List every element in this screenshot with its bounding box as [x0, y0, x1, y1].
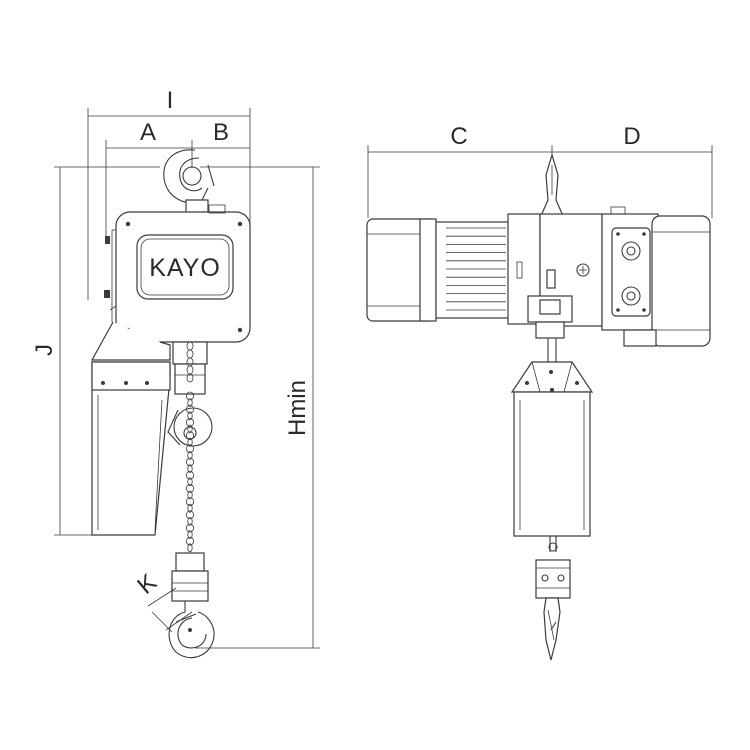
chain-bag	[90, 321, 171, 536]
chain-link	[185, 444, 194, 454]
chain-link	[187, 424, 193, 434]
bottom-block-end	[535, 536, 571, 599]
side-view: I A B J Hmin	[31, 87, 320, 659]
control-box	[601, 206, 711, 347]
chain-guide	[172, 341, 208, 395]
dimension-label-hmin: Hmin	[284, 380, 311, 436]
dimension-c-d: C D	[367, 123, 713, 218]
chain-link	[185, 497, 194, 507]
kayo-logo-badge: KAYO	[136, 234, 234, 300]
chain-link	[185, 483, 194, 493]
chain-link	[187, 503, 193, 513]
chain-link	[187, 450, 193, 460]
chain-link	[187, 437, 193, 447]
chain-link	[185, 417, 194, 427]
chain-link	[187, 464, 193, 474]
chain-link	[187, 490, 193, 500]
chain-link	[186, 373, 194, 383]
dimension-a-b: A B	[105, 119, 250, 240]
end-view: C D	[366, 123, 713, 661]
chain-link	[185, 404, 194, 414]
bottom-hook-end	[543, 597, 561, 661]
dimension-hmin: Hmin	[195, 166, 320, 649]
dimension-label-b: B	[213, 119, 229, 146]
chain-link	[187, 530, 193, 539]
bottom-block	[171, 552, 209, 602]
chain-guide-end	[527, 295, 573, 362]
chain-link	[187, 398, 193, 408]
dimension-label-i: I	[167, 87, 174, 114]
motor	[366, 213, 541, 325]
dimension-i: I	[87, 87, 251, 300]
load-chain	[185, 341, 194, 553]
chain-link	[185, 391, 194, 401]
chain-bag-end	[510, 361, 594, 537]
dimension-label-c: C	[450, 123, 467, 150]
slack-chain-hook	[167, 407, 213, 447]
dimension-label-d: D	[623, 123, 640, 150]
dimension-label-j: J	[31, 344, 58, 356]
brand-logo-text: KAYO	[149, 254, 221, 282]
chain-link	[187, 543, 193, 553]
bottom-hook	[168, 601, 215, 659]
chain-link	[185, 431, 194, 441]
chain-link	[185, 536, 194, 546]
chain-link	[185, 523, 194, 533]
chain-link	[187, 477, 193, 487]
motor-cooling-fins	[446, 227, 506, 311]
dimension-label-a: A	[140, 119, 156, 146]
dimension-label-k: K	[132, 569, 162, 600]
chain-link	[187, 411, 193, 421]
chain-link	[185, 510, 194, 520]
top-hook	[163, 149, 215, 214]
chain-link	[185, 470, 194, 480]
chain-link	[187, 517, 193, 526]
chain-link	[185, 457, 194, 467]
